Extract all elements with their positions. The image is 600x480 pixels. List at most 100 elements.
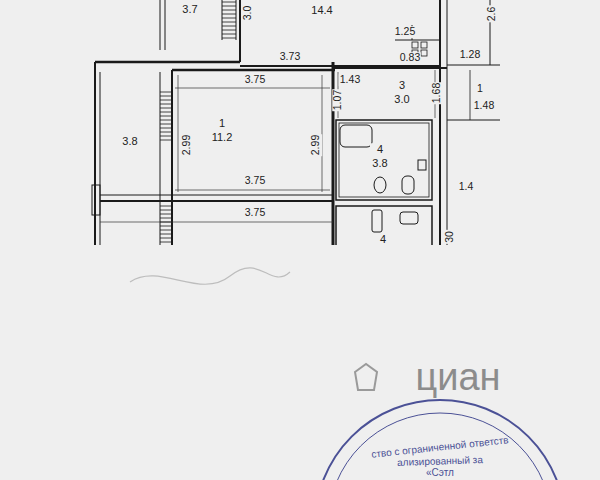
room-label: 14.4 [309,4,335,18]
dimension-label: 1 [476,83,484,95]
dimension-label: 1.48 [473,100,495,112]
watermark-logo [355,364,377,390]
room: 43.8 [370,143,390,171]
window-hatch [222,10,236,11]
fixture [412,42,418,48]
dimension-line [100,222,333,223]
room: 4 [378,233,389,247]
room-label: 3.8 [120,135,140,149]
wall [395,40,440,41]
window-hatch [160,108,172,109]
window-hatch [160,136,172,137]
wall [95,61,240,64]
dimension-line [175,88,330,89]
window-hatch [160,218,172,219]
dimension-label: 30 [444,230,456,244]
window-hatch [160,234,172,235]
dimension-label: 3.75 [244,74,266,86]
window-hatch [160,132,172,133]
window-hatch [222,14,236,15]
room-label: 3.0 [392,93,412,107]
room-label: 3 [392,79,412,93]
dimension-label: 2.99 [310,134,322,156]
window-hatch [160,112,172,113]
wall [172,69,335,72]
dimension-label: 1.43 [339,74,361,86]
dimension-label: 0.83 [399,52,421,64]
window-hatch [160,92,172,93]
wall [239,0,241,62]
room-label: 4 [378,233,389,247]
wall [447,120,500,121]
signature [130,268,290,284]
fixture [340,125,372,147]
window-hatch [160,222,172,223]
wall [100,72,101,245]
wall [94,62,96,245]
dimension-label: 2.6 [486,6,498,23]
window-hatch [160,116,172,117]
stamp-ring [328,413,552,480]
room-label: 4 [370,143,390,157]
room-label: 3.7 [180,3,200,17]
dimension-label: 1.25 [394,26,416,38]
dimension-line [178,75,179,192]
window-hatch [160,242,172,243]
dimension-label: 1.28 [459,49,481,61]
window-hatch [160,230,172,231]
window-hatch [160,124,172,125]
sink [374,177,386,193]
window-hatch [160,226,172,227]
room: 111.2 [210,117,235,145]
fixture [372,210,382,232]
room: 33.0 [392,79,412,107]
fixture [400,212,418,224]
fixture [418,160,426,170]
wall [447,65,500,66]
room-label: 1 [210,117,235,131]
stamp-text: «Сэтл [425,467,455,478]
window-hatch [160,96,172,97]
fixture [339,123,429,197]
dimension-label: 1.4 [458,181,475,193]
window-hatch [160,104,172,105]
fixture [421,50,427,56]
window-hatch [222,2,236,3]
window-hatch [222,38,236,39]
window-hatch [160,100,172,101]
wall [439,0,441,245]
room: 14.4 [309,4,335,18]
watermark: циан [414,357,501,399]
fixture [92,185,100,215]
dimension-label: 3.73 [279,51,301,63]
wall [447,0,448,245]
window-hatch [160,210,172,211]
window-hatch [222,6,236,7]
window-hatch [222,22,236,23]
window-hatch [160,120,172,121]
wall [100,195,333,196]
dimension-label: 3.0 [242,5,254,22]
window-hatch [222,26,236,27]
window-hatch [222,34,236,35]
room: 3.8 [120,135,140,149]
room-label: 3.8 [370,157,390,171]
window-hatch [160,206,172,207]
dimension-label: 3.75 [244,175,266,187]
wall [240,65,440,67]
window-hatch [160,128,172,129]
wall [100,200,333,202]
room: 3.7 [180,3,200,17]
stamp-text: ализированный за [396,454,484,468]
dimension-label: 1.68 [431,82,443,104]
dimension-label: 3.75 [244,207,266,219]
wall [160,72,161,245]
room-label: 11.2 [210,131,235,145]
window-hatch [160,140,172,141]
window-hatch [222,30,236,31]
wall [333,67,447,69]
dimension-label: 2.99 [181,134,193,156]
stamp-ring [315,400,565,480]
window-hatch [160,238,172,239]
